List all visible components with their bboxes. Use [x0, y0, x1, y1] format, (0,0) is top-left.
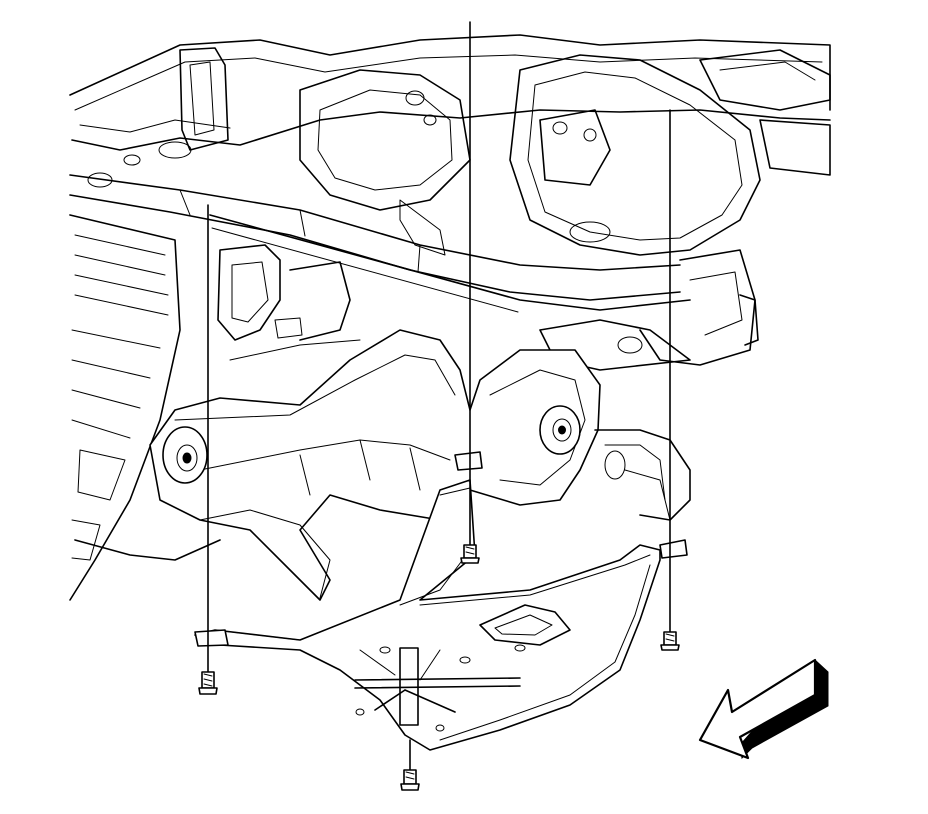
underbody-frame — [69, 34, 831, 601]
fastener-bolt-center — [460, 21, 480, 564]
front-direction-arrow-icon — [698, 658, 829, 760]
fastener-bolt-right — [660, 109, 680, 651]
transmission-mount-crossmember — [149, 329, 691, 601]
skid-plate — [194, 451, 688, 751]
fastener-bolt-left — [198, 204, 218, 695]
fastener-bolt-bottom — [400, 739, 420, 791]
